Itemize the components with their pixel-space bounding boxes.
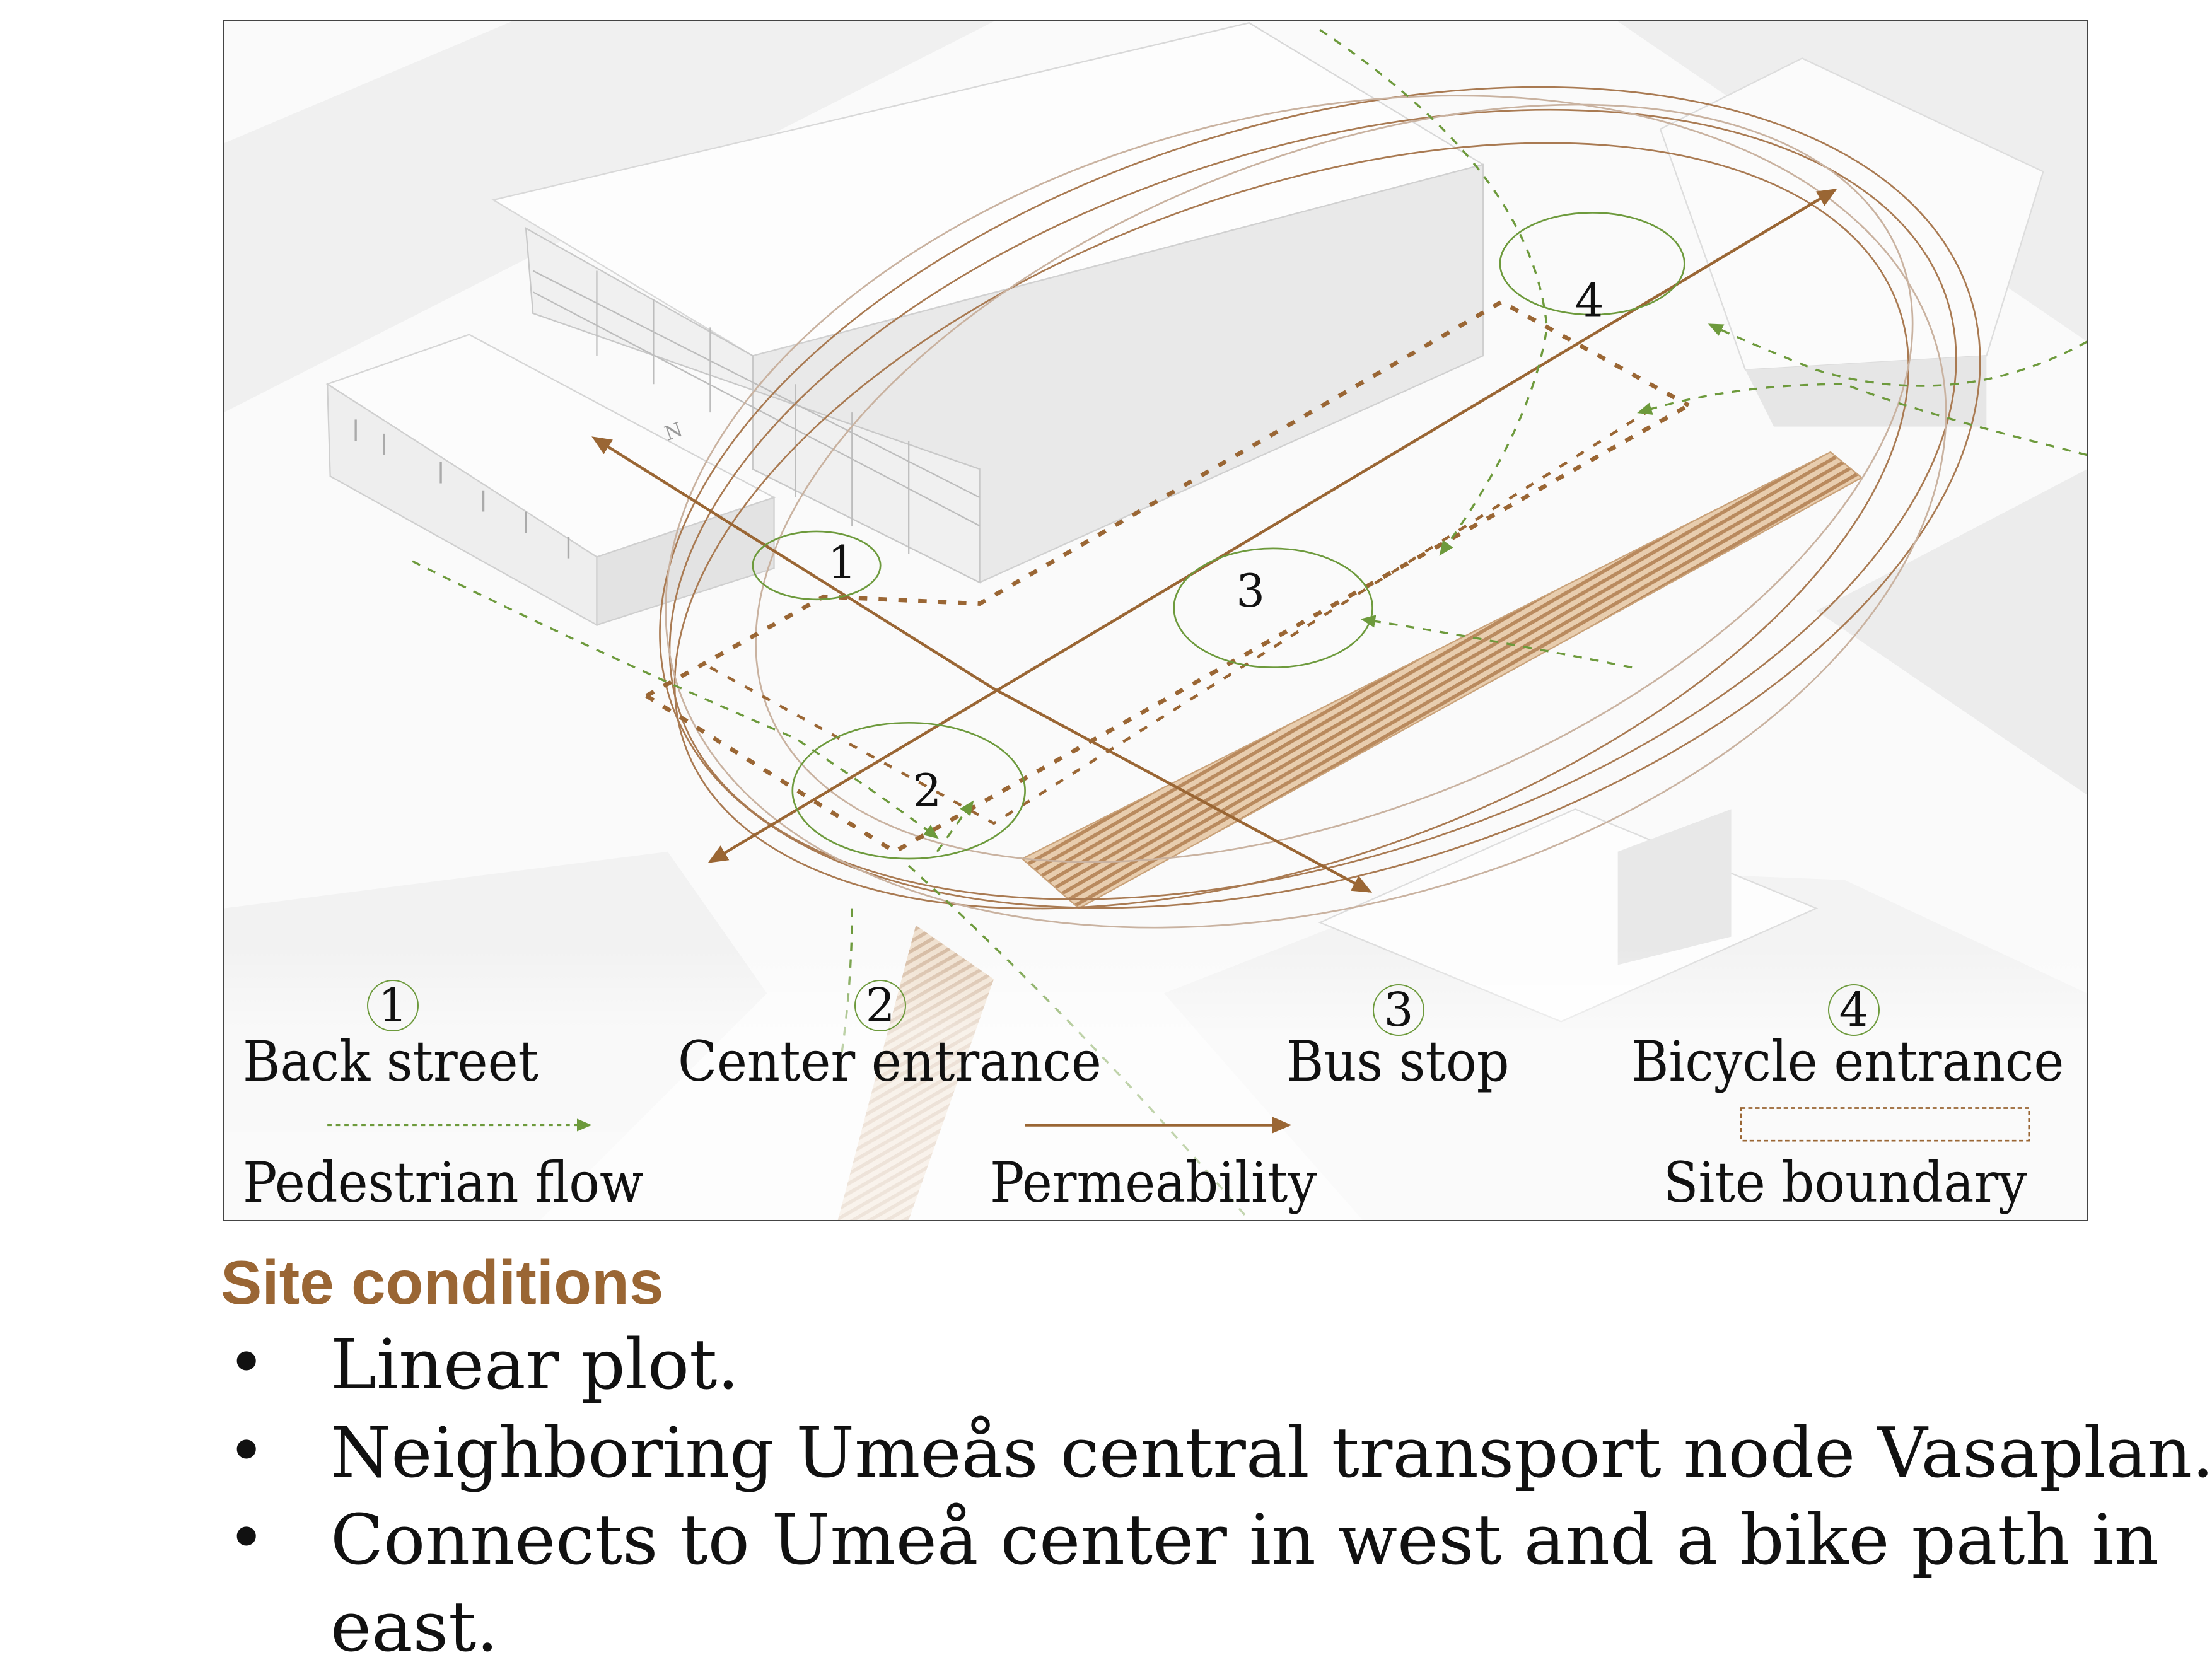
legend-permeability: Permeability bbox=[990, 1150, 1317, 1215]
bullet-dot: • bbox=[227, 1324, 266, 1401]
bullet-dot: • bbox=[227, 1412, 266, 1489]
bullet-1: Linear plot. bbox=[330, 1324, 740, 1405]
site-diagram: N bbox=[223, 20, 2088, 1221]
pergola-main bbox=[1021, 451, 1863, 910]
legend-pedestrian-flow: Pedestrian flow bbox=[243, 1150, 644, 1215]
bullet-3: Connects to Umeå center in west and a bi… bbox=[330, 1499, 2159, 1580]
bullet-3-continued: east. bbox=[330, 1586, 499, 1667]
permeability-arrows bbox=[591, 189, 1837, 893]
legend-back-street: Back street bbox=[243, 1029, 539, 1094]
legend-num-1: 1 bbox=[367, 980, 419, 1031]
bullet-dot: • bbox=[227, 1499, 266, 1576]
legend-num-2: 2 bbox=[854, 980, 906, 1031]
marker-2: 2 bbox=[913, 764, 942, 817]
small-building: N bbox=[325, 334, 776, 627]
site-boundary bbox=[645, 299, 1690, 854]
pedestrian-flow-paths bbox=[412, 29, 2087, 1220]
axonometric-site-drawing: N bbox=[224, 21, 2087, 1220]
legend-site-boundary: Site boundary bbox=[1663, 1150, 2027, 1215]
legend-center-entrance: Center entrance bbox=[678, 1029, 1102, 1094]
main-building bbox=[491, 22, 1485, 584]
marker-3: 3 bbox=[1236, 564, 1265, 617]
legend-boundary-box bbox=[1740, 1107, 2030, 1142]
section-title: Site conditions bbox=[221, 1248, 664, 1317]
marker-4: 4 bbox=[1575, 274, 1604, 327]
legend-bicycle-entrance: Bicycle entrance bbox=[1631, 1029, 2064, 1094]
marker-1: 1 bbox=[828, 536, 857, 589]
site-envelope-ellipses bbox=[659, 86, 1981, 929]
node-markers bbox=[752, 212, 1685, 860]
bullet-2: Neighboring Umeås central transport node… bbox=[330, 1412, 2212, 1493]
legend-num-4: 4 bbox=[1828, 984, 1880, 1036]
legend-num-3: 3 bbox=[1373, 984, 1424, 1036]
legend-bus-stop: Bus stop bbox=[1286, 1029, 1510, 1094]
